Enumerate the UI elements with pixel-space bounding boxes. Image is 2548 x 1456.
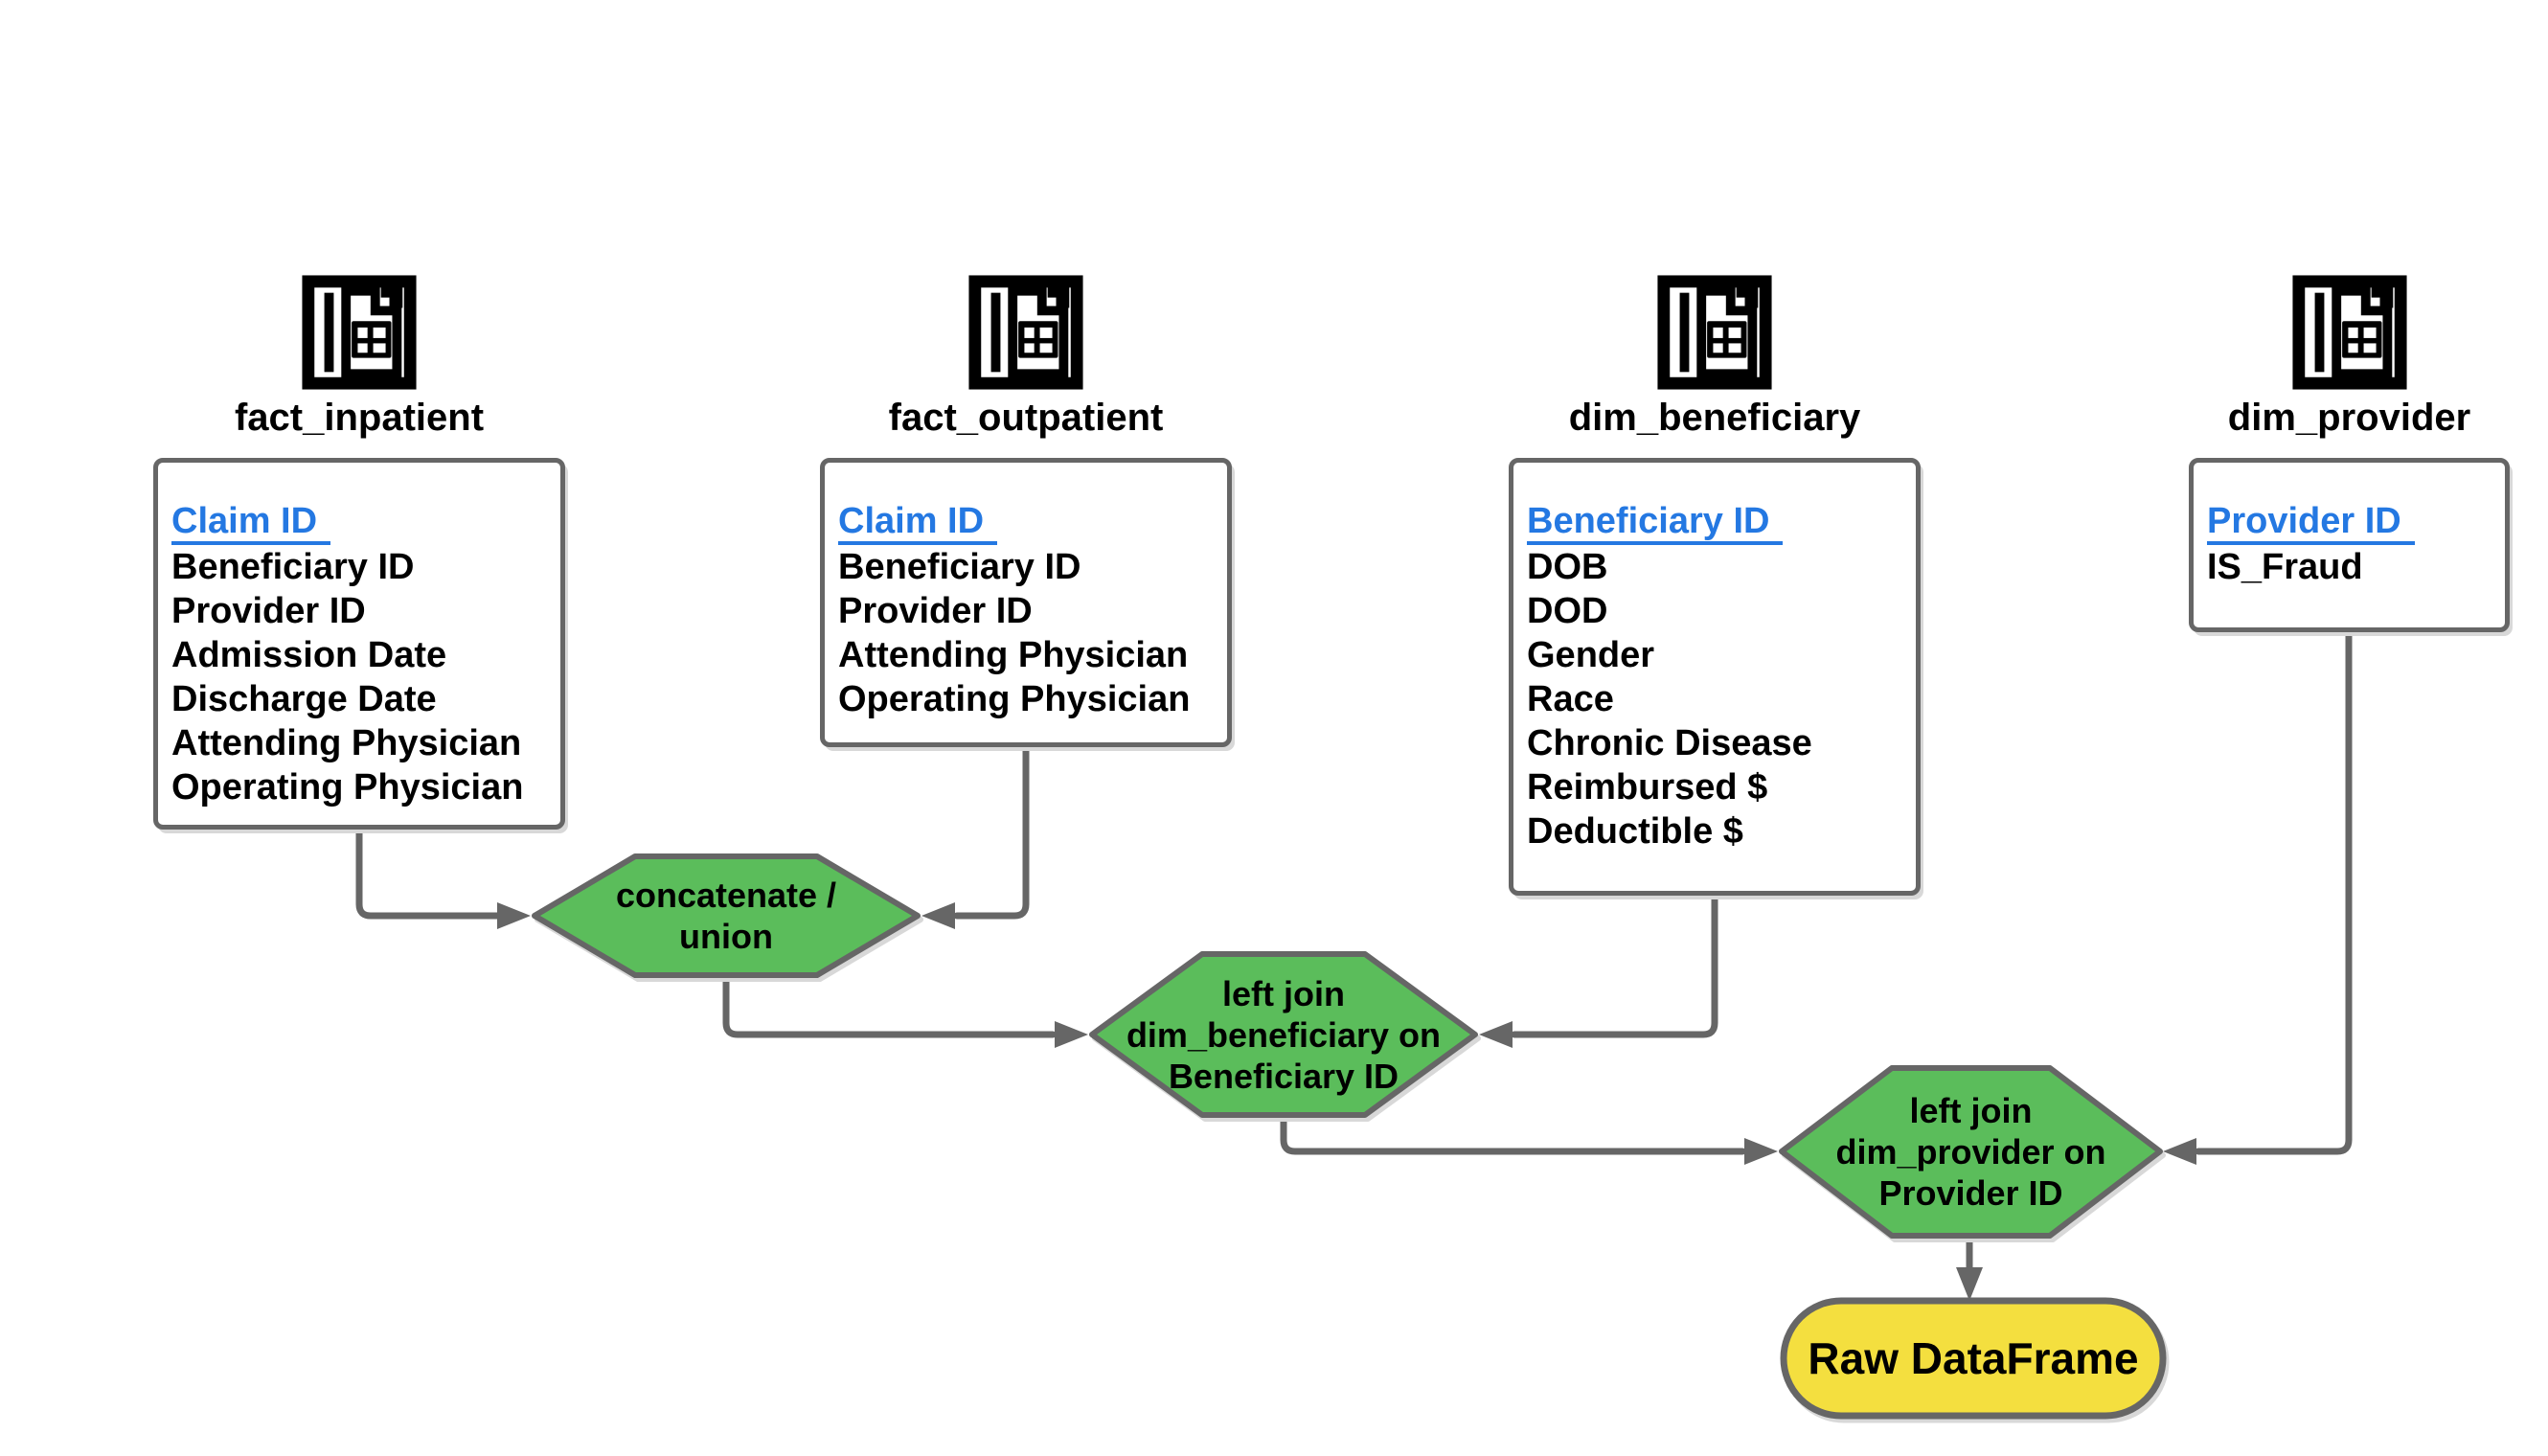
field-row: Claim ID: [838, 499, 1214, 545]
arrowhead-left-icon: [1479, 1021, 1513, 1048]
edge-dim-provider-to-join: [2195, 628, 2353, 1155]
edge-join-beneficiary-to-join-provider: [1280, 1111, 1746, 1155]
edge-concat-to-join-beneficiary: [722, 971, 1057, 1038]
process-join-beneficiary-shape: [1089, 951, 1478, 1118]
field-row: Attending Physician: [171, 723, 522, 763]
field-row: Reimbursed $: [1527, 767, 1768, 808]
spreadsheet-file-icon: [299, 272, 420, 393]
field-row: Chronic Disease: [1527, 723, 1812, 763]
field-row: Deductible $: [1527, 811, 1743, 852]
arrowhead-left-icon: [921, 902, 955, 929]
arrowhead-right-icon: [1055, 1021, 1088, 1048]
arrowhead-right-icon: [497, 902, 531, 929]
spreadsheet-file-icon: [1654, 272, 1775, 393]
field-row: Provider ID: [838, 591, 1033, 631]
spreadsheet-file-icon: [2289, 272, 2410, 393]
spreadsheet-file-icon: [966, 272, 1086, 393]
field-row: DOB: [1527, 547, 1608, 587]
field-row: Operating Physician: [838, 679, 1191, 719]
field-row: Gender: [1527, 635, 1655, 675]
field-row: Operating Physician: [171, 767, 524, 808]
field-row: Attending Physician: [838, 635, 1189, 675]
table-name: dim_beneficiary: [1568, 397, 1861, 439]
field-row: Claim ID: [171, 499, 547, 545]
field-row: Beneficiary ID: [171, 547, 415, 587]
process-join-provider-shape: [1779, 1065, 2163, 1239]
edge-fact-inpatient-to-concat: [355, 826, 501, 920]
edge-dim-beneficiary-to-join: [1511, 892, 1718, 1038]
field-row: IS_Fraud: [2207, 547, 2363, 587]
field-row: Provider ID: [171, 591, 366, 631]
field-row: Race: [1527, 679, 1614, 719]
process-concat-union-shape: [532, 853, 921, 978]
arrowhead-left-icon: [2163, 1138, 2196, 1165]
field-row: Discharge Date: [171, 679, 437, 719]
table-name: fact_inpatient: [234, 397, 485, 439]
table-name: fact_outpatient: [888, 397, 1164, 439]
arrowhead-right-icon: [1744, 1138, 1778, 1165]
field-row: Admission Date: [171, 635, 447, 675]
field-row: Provider ID: [2207, 499, 2491, 545]
field-row: DOD: [1527, 591, 1608, 631]
edge-fact-outpatient-to-concat: [953, 743, 1030, 920]
field-row: Beneficiary ID: [838, 547, 1081, 587]
table-name: dim_provider: [2227, 397, 2471, 439]
output-node-shape: [1780, 1297, 2167, 1420]
field-row: Beneficiary ID: [1527, 499, 1902, 545]
arrowhead-down-icon: [1956, 1267, 1983, 1301]
